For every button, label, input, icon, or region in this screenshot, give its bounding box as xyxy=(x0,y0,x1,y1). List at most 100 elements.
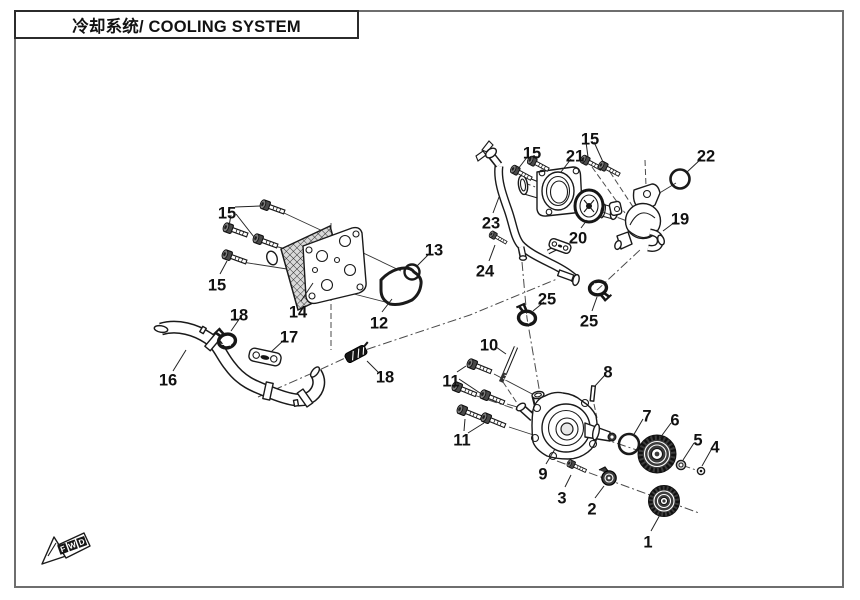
part-bolt-15-4 xyxy=(220,248,249,267)
callout-label-8: 8 xyxy=(603,364,612,382)
leader-line xyxy=(366,360,380,374)
leader-line xyxy=(416,252,431,267)
callout-label-15: 15 xyxy=(581,131,599,149)
callout-label-10: 10 xyxy=(480,337,498,355)
part-clamp-25-right xyxy=(586,277,614,305)
part-gear-1 xyxy=(648,485,680,517)
leader-line xyxy=(594,485,605,499)
callout-label-23: 23 xyxy=(482,215,500,233)
leader-line xyxy=(463,418,466,432)
leader-line xyxy=(381,298,393,313)
part-pipe-23 xyxy=(475,140,580,287)
leader-line xyxy=(492,196,500,214)
part-oring-22 xyxy=(669,168,691,190)
callout-label-25: 25 xyxy=(538,291,556,309)
leader-line xyxy=(488,244,496,262)
leader-line xyxy=(594,374,606,387)
part-clamp-25-left xyxy=(512,300,540,328)
callout-label-1: 1 xyxy=(643,534,652,552)
part-bolt-11-c xyxy=(478,388,507,408)
leader-line xyxy=(495,346,507,355)
leader-line xyxy=(300,282,314,302)
callout-label-13: 13 xyxy=(425,242,443,260)
leader-line xyxy=(234,205,261,208)
leader-line xyxy=(235,213,255,238)
part-bolt-15-3 xyxy=(251,232,280,251)
fwd-letter-w: W xyxy=(67,540,78,551)
leader-line xyxy=(270,339,285,353)
leader-line xyxy=(228,214,232,227)
leader-line xyxy=(686,158,702,173)
leader-line xyxy=(585,141,589,158)
callout-label-6: 6 xyxy=(670,412,679,430)
page-title: 冷却系统/ COOLING SYSTEM xyxy=(72,17,301,36)
leader-line xyxy=(591,296,598,312)
callout-label-7: 7 xyxy=(642,408,651,426)
part-pin-8 xyxy=(589,385,597,402)
part-oring-13 xyxy=(403,263,421,281)
part-pin-10 xyxy=(498,346,519,383)
callout-label-2: 2 xyxy=(587,501,596,519)
part-bolt-3 xyxy=(565,458,588,475)
part-bolt-11-d xyxy=(455,403,484,423)
callout-layer: 1234567891011111213141515151516171818192… xyxy=(159,131,721,552)
fwd-letter-f: F xyxy=(59,544,67,554)
leader-line xyxy=(580,219,588,229)
leader-line xyxy=(701,449,712,467)
part-oil-cooler xyxy=(266,224,367,312)
leader-line xyxy=(662,221,676,232)
callout-label-15: 15 xyxy=(208,277,226,295)
callout-label-17: 17 xyxy=(280,329,298,347)
leader-line xyxy=(659,422,672,439)
callout-label-16: 16 xyxy=(159,372,177,390)
part-bolt-11-a xyxy=(465,357,494,377)
title-box: 冷却系统/ COOLING SYSTEM xyxy=(14,10,359,39)
callout-label-5: 5 xyxy=(693,432,702,450)
leader-line xyxy=(564,474,572,488)
part-bolt-15-8 xyxy=(596,159,622,179)
part-bolt-24 xyxy=(487,229,509,247)
leader-line xyxy=(219,260,228,275)
leader-line xyxy=(230,317,241,332)
callout-label-25: 25 xyxy=(580,313,598,331)
callout-label-24: 24 xyxy=(476,263,495,281)
callout-label-22: 22 xyxy=(697,148,715,166)
callout-label-18: 18 xyxy=(230,307,248,325)
part-clamp-18-right xyxy=(344,341,369,364)
leader-line xyxy=(535,155,538,162)
callout-label-14: 14 xyxy=(289,304,308,322)
part-bracket-17 xyxy=(248,347,282,367)
leader-line xyxy=(545,448,556,465)
leader-line xyxy=(517,155,529,170)
leader-line xyxy=(560,158,572,173)
part-gasket-12 xyxy=(379,266,423,306)
leader-line xyxy=(632,418,644,437)
leader-line xyxy=(532,301,545,312)
part-bolt-15-1 xyxy=(258,198,287,217)
part-bolt-11-e xyxy=(479,411,508,431)
callout-label-21: 21 xyxy=(566,148,584,166)
leader-line xyxy=(593,141,604,163)
page-border xyxy=(14,10,844,588)
part-thermostat-20 xyxy=(573,188,619,224)
leader-line xyxy=(467,422,485,434)
leader-line xyxy=(172,349,187,372)
fwd-letter-d: D xyxy=(77,537,86,548)
part-hose-16 xyxy=(153,320,326,408)
fwd-marker: F W D xyxy=(41,532,91,565)
part-water-pump-9 xyxy=(515,390,617,461)
callout-label-9: 9 xyxy=(538,466,547,484)
leader-line xyxy=(456,365,467,373)
callout-label-11: 11 xyxy=(442,373,459,391)
callout-label-15: 15 xyxy=(523,145,541,163)
callout-label-20: 20 xyxy=(569,230,587,248)
part-gear-6 xyxy=(637,434,677,474)
callout-label-19: 19 xyxy=(671,211,689,229)
part-cone-2 xyxy=(598,466,617,486)
callout-label-12: 12 xyxy=(370,315,388,333)
part-nut-4 xyxy=(696,466,706,476)
part-oring-7 xyxy=(617,432,641,456)
callout-label-18: 18 xyxy=(376,369,394,387)
